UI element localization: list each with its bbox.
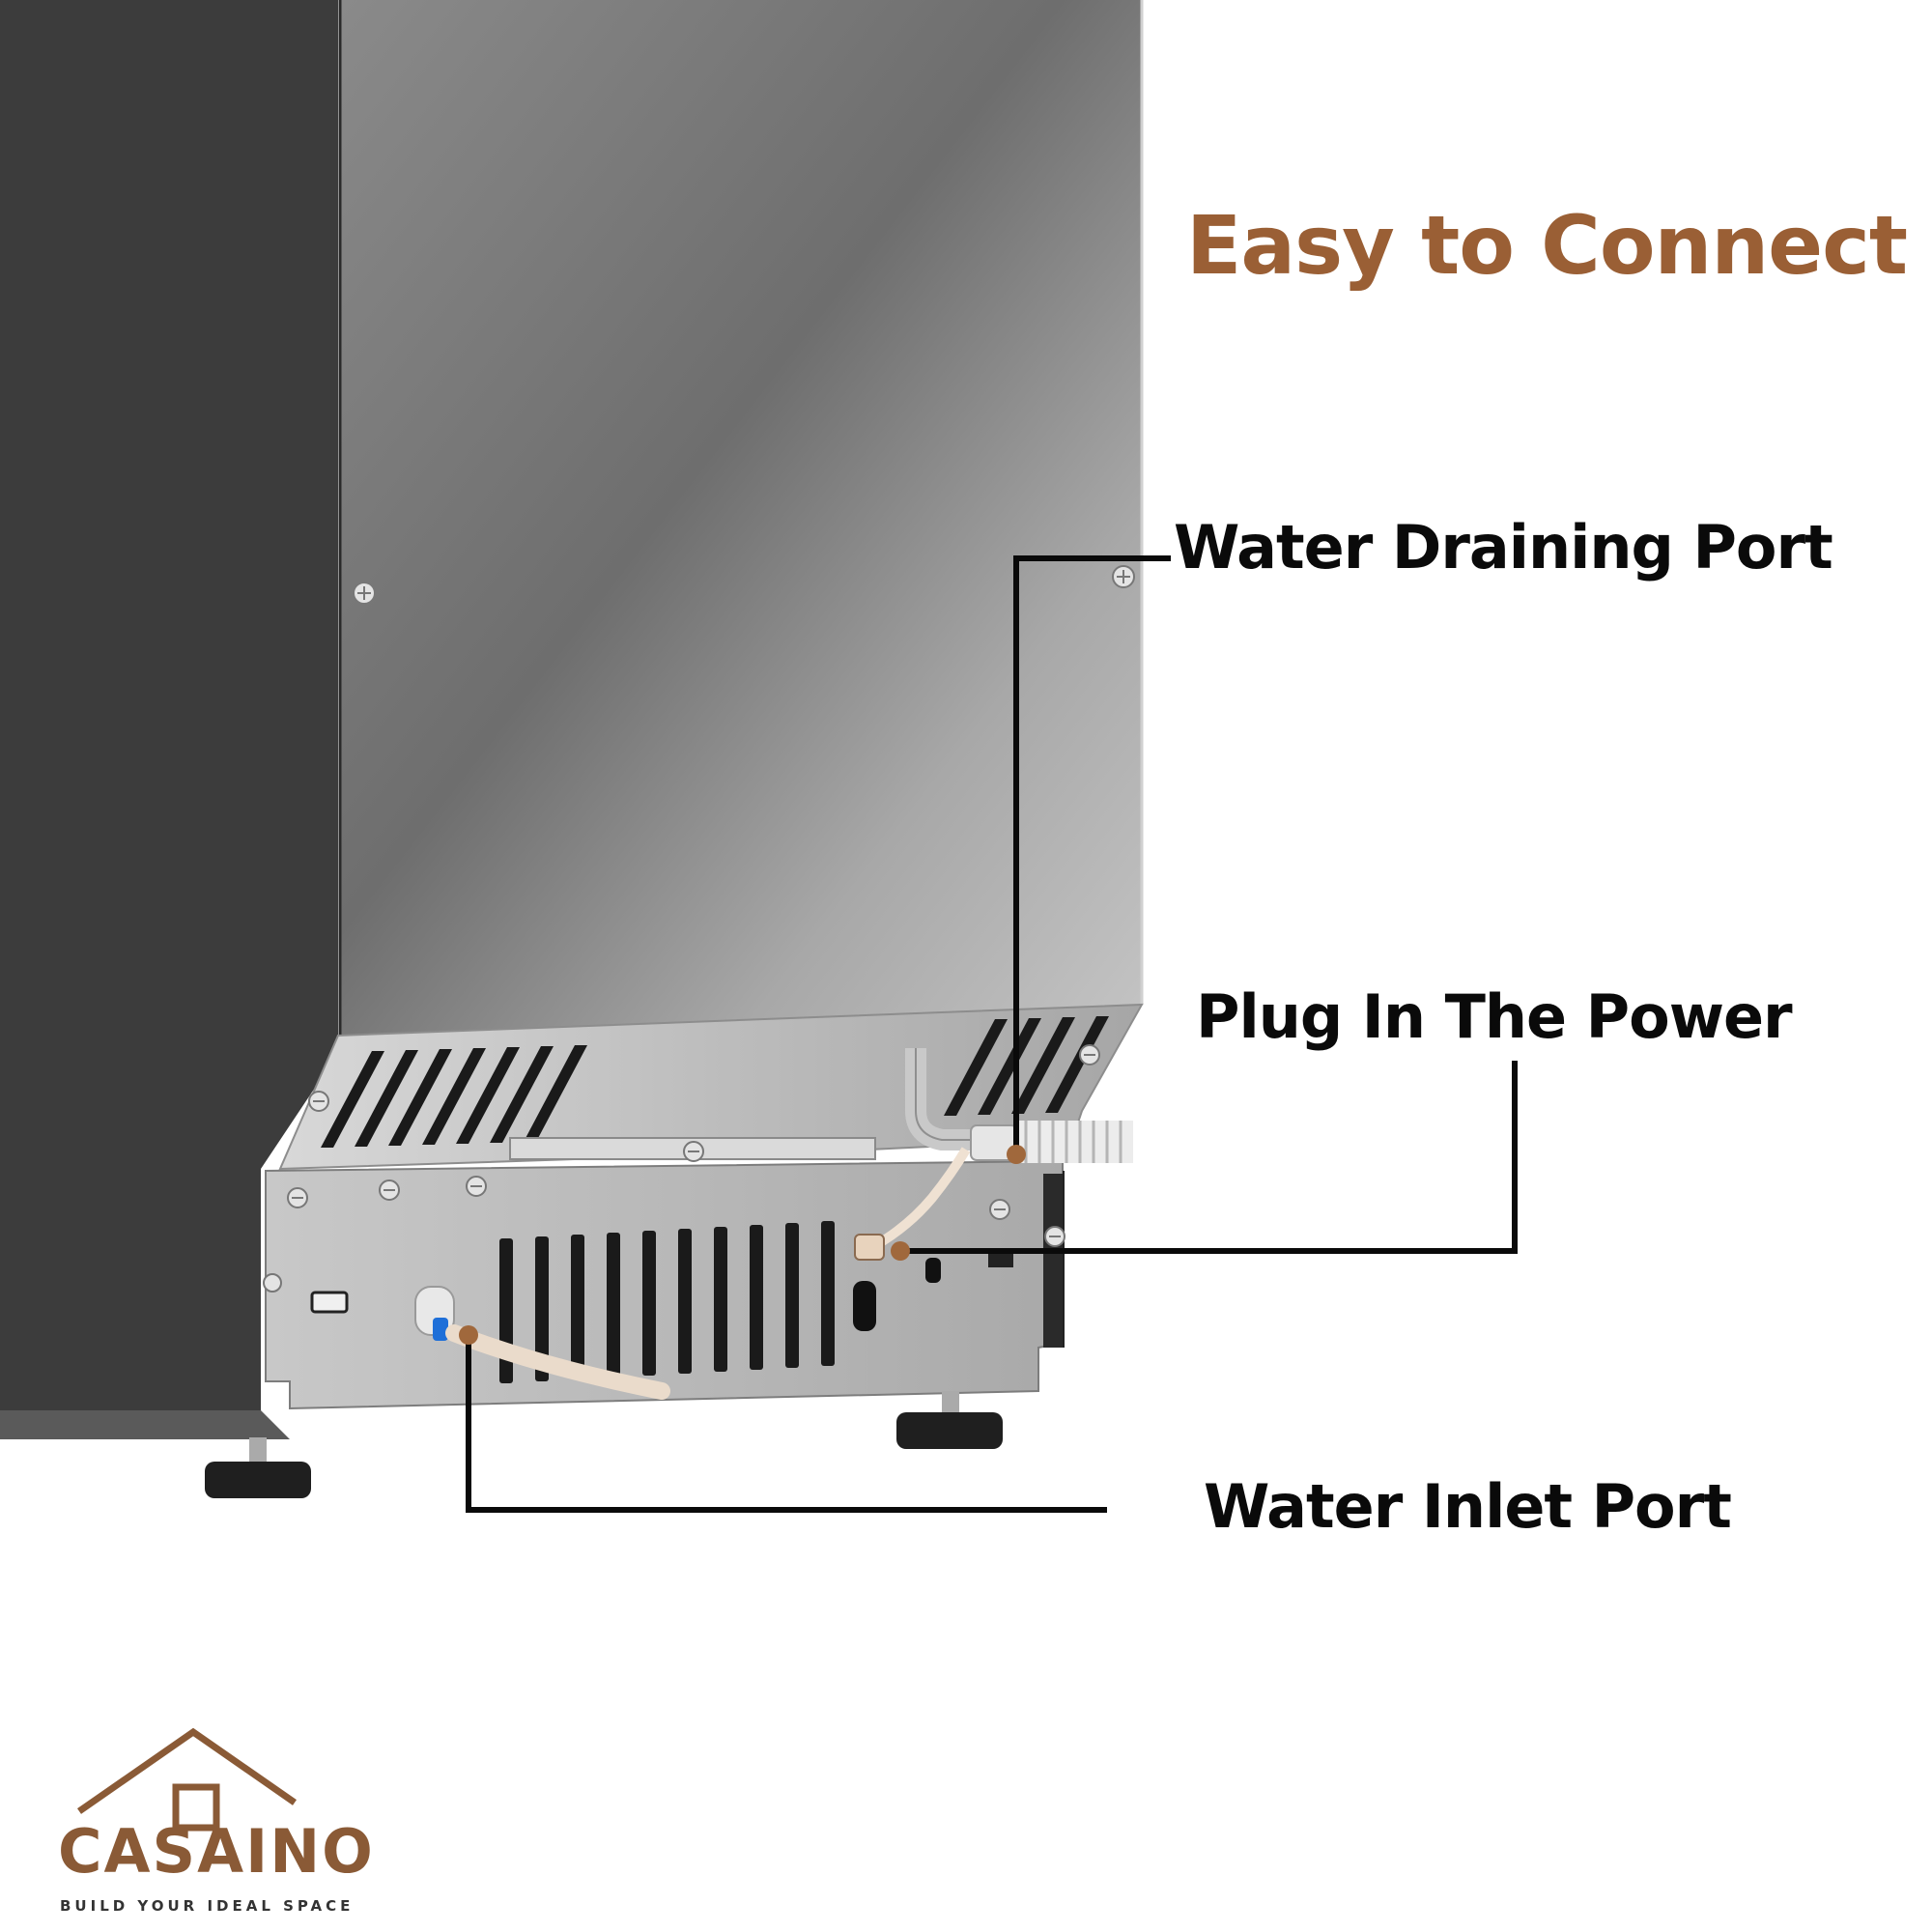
label-water-inlet-port: Water Inlet Port [1204,1471,1732,1542]
callout-dot-drain [1007,1145,1026,1164]
screw-icon [308,1091,329,1112]
screw-icon [353,582,376,605]
knockout-hole [925,1258,941,1283]
cabinet-back-panel [340,0,1142,1036]
screw-icon [379,1179,400,1201]
screw-icon [263,1273,282,1293]
screw-icon [683,1141,704,1162]
data-port [310,1291,349,1314]
power-cord [871,1147,971,1251]
screw-icon [1112,565,1135,588]
callout-line-drain [1013,555,1171,1154]
vent-slots-right [944,1016,1109,1116]
screw-icon [1079,1044,1100,1065]
screw-icon [989,1199,1010,1220]
base-right-bracket [1043,1174,1063,1348]
page-title: Easy to Connect [1186,198,1908,293]
leveling-foot [205,1437,311,1498]
cabinet-bottom-edge [0,1410,290,1439]
house-logo-icon [77,1727,297,1832]
callout-dot-power [891,1241,910,1261]
callout-line-inlet [466,1335,1107,1513]
label-plug-in-power: Plug In The Power [1196,981,1793,1052]
vent-slots-base [499,1221,835,1383]
label-water-draining-port: Water Draining Port [1174,512,1833,582]
callout-line-power [900,1061,1518,1254]
screw-icon [287,1187,308,1208]
base-side-dark [1063,1171,1065,1348]
knockout-hole [853,1281,876,1331]
brand-name: CASAINO [58,1816,375,1887]
cabinet-side-panel [0,0,338,1410]
callout-dot-inlet [459,1325,478,1345]
water-inlet-fitting [414,1286,455,1341]
screw-icon [1044,1226,1065,1247]
leveling-foot [896,1391,1003,1449]
drain-hose [970,1121,1133,1163]
power-plug [854,1234,885,1261]
brand-tagline: BUILD YOUR IDEAL SPACE [60,1897,355,1915]
vent-slots-left [321,1045,587,1148]
screw-icon [466,1176,487,1197]
